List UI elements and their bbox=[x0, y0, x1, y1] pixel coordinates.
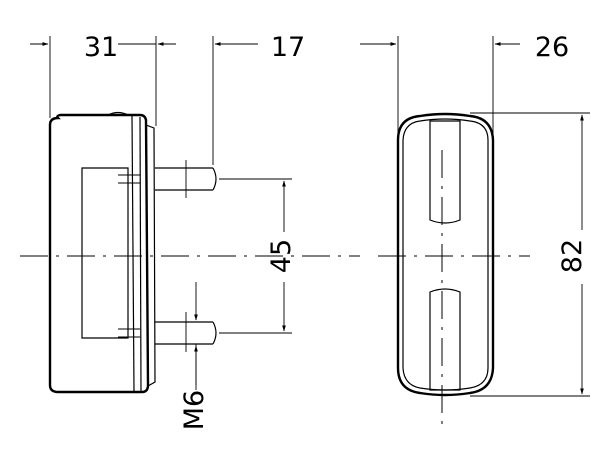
dim-26: 26 bbox=[360, 32, 569, 138]
side-gasket bbox=[145, 124, 156, 387]
dim-26-label: 26 bbox=[535, 32, 569, 63]
front-window-top bbox=[429, 120, 461, 224]
side-inner-lens bbox=[81, 167, 129, 339]
stud-top bbox=[118, 167, 217, 191]
dim-31-label: 31 bbox=[84, 32, 118, 63]
dim-82: 82 bbox=[470, 112, 590, 397]
dim-45: 45 bbox=[219, 178, 297, 334]
dim-M6-label: M6 bbox=[179, 390, 210, 430]
side-flange-2 bbox=[139, 116, 142, 392]
dim-17: 17 bbox=[212, 32, 305, 165]
dim-45-label: 45 bbox=[266, 239, 297, 273]
front-housing bbox=[396, 112, 495, 397]
dim-31: 31 bbox=[30, 32, 176, 126]
side-top-bump bbox=[107, 111, 129, 116]
dim-82-label: 82 bbox=[557, 239, 588, 273]
side-view bbox=[20, 111, 360, 394]
dim-M6: M6 bbox=[179, 282, 210, 430]
front-inner-rim bbox=[402, 118, 489, 391]
front-window-bottom bbox=[429, 288, 461, 391]
stud-bottom bbox=[118, 321, 217, 345]
front-view bbox=[378, 112, 530, 425]
side-housing bbox=[48, 113, 150, 394]
side-flange-1 bbox=[131, 115, 135, 392]
dim-17-label: 17 bbox=[271, 32, 305, 63]
